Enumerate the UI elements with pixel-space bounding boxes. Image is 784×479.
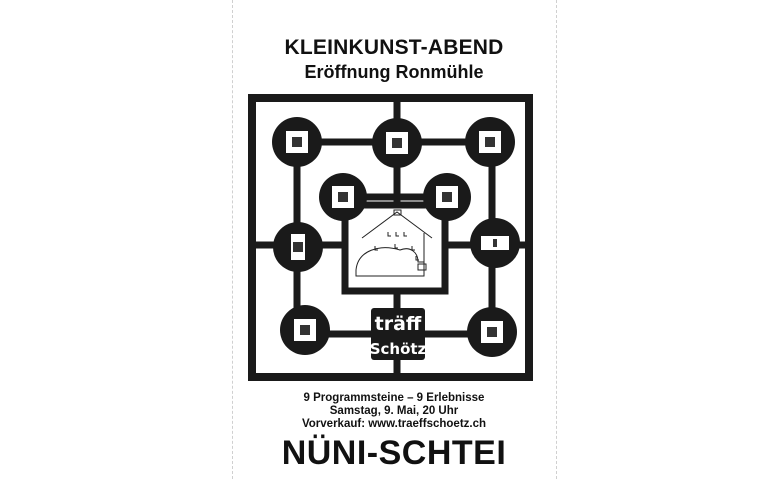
info-line-program: 9 Programmsteine – 9 Erlebnisse bbox=[303, 392, 485, 404]
megaphone-icon bbox=[319, 173, 367, 221]
video-play-icon bbox=[467, 307, 517, 357]
book-icon bbox=[372, 118, 422, 168]
poster-right-edge bbox=[556, 0, 557, 479]
theater-seats-icon bbox=[280, 305, 330, 355]
poster-headline: NÜNI-SCHTEI bbox=[281, 434, 507, 472]
theater-masks-icon bbox=[272, 117, 322, 167]
microphone-icon bbox=[273, 222, 323, 272]
info-line-presale: Vorverkauf: www.traeffschoetz.ch bbox=[301, 418, 487, 430]
logo-line-1: träff bbox=[375, 313, 422, 335]
podcast-mic-icon bbox=[470, 218, 520, 268]
house-drawing bbox=[355, 209, 433, 277]
traeff-schoetz-logo: träff Schötz bbox=[370, 308, 427, 360]
logo-line-2: Schötz bbox=[370, 340, 427, 358]
info-line-date: Samstag, 9. Mai, 20 Uhr bbox=[329, 405, 459, 417]
poster-subtitle: Eröffnung Ronmühle bbox=[304, 62, 484, 82]
dining-icon bbox=[465, 117, 515, 167]
poster-left-edge bbox=[232, 0, 233, 479]
poster-title: KLEINKUNST-ABEND bbox=[284, 36, 504, 59]
guitar-icon bbox=[423, 173, 471, 221]
